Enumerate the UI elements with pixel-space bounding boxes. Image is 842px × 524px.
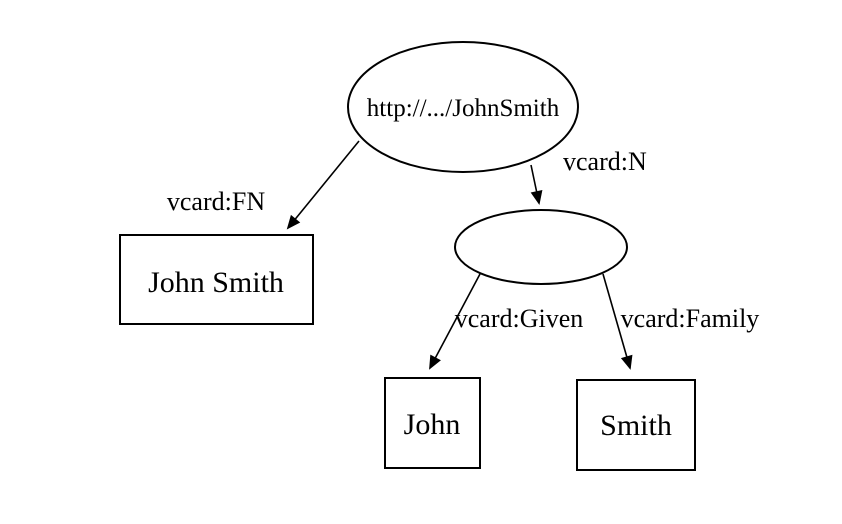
literal-label-john-smith: John Smith — [148, 266, 284, 299]
literal-label-john: John — [404, 408, 461, 441]
resource-uri-label: http://.../JohnSmith — [367, 95, 560, 122]
edge-vcard-given-arrow — [429, 273, 481, 370]
edge-vcard-n-arrow — [530, 164, 543, 205]
edge-label-vcard-n: vcard:N — [563, 147, 647, 176]
edge-label-vcard-given: vcard:Given — [455, 304, 584, 333]
resource-node-ellipse — [347, 41, 579, 173]
edge-vcard-family-arrow — [602, 273, 633, 370]
literal-node-smith — [576, 379, 696, 471]
edge-label-vcard-family: vcard:Family — [621, 304, 760, 333]
literal-label-smith: Smith — [600, 409, 672, 442]
literal-node-john-smith — [119, 234, 314, 325]
literal-node-john — [384, 377, 481, 469]
edge-vcard-fn-arrow — [286, 140, 360, 230]
edge-label-vcard-fn: vcard:FN — [167, 187, 265, 216]
blank-node-ellipse — [454, 209, 628, 285]
